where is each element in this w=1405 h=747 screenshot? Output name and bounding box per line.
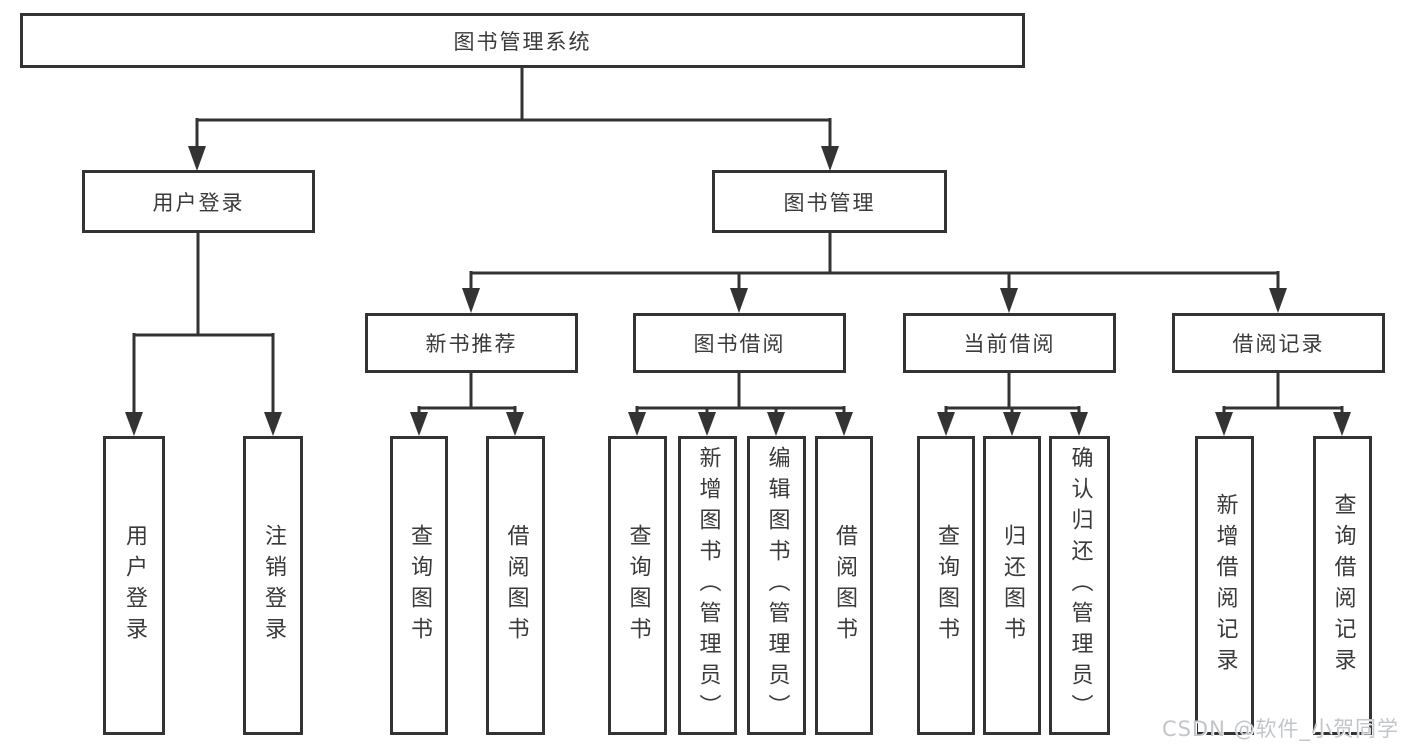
node-book-borrow-label: 图书借阅 xyxy=(693,332,786,356)
leaf-user-login-label: 用户登录 xyxy=(122,523,147,648)
node-library-system: 图书管理系统 xyxy=(20,13,1025,68)
leaf-records-add: 新增借阅记录 xyxy=(1195,436,1254,735)
leaf-newbooks-borrow-label: 借阅图书 xyxy=(503,523,529,648)
node-new-book-recommend-label: 新书推荐 xyxy=(425,332,518,356)
connector-currentborrow-to-leaves xyxy=(937,373,1088,436)
node-book-borrow: 图书借阅 xyxy=(633,313,846,373)
leaf-logout-label: 注销登录 xyxy=(261,523,286,648)
connector-root-to-level2 xyxy=(188,68,839,171)
leaf-borrow-add-admin: 新增图书（管理员） xyxy=(678,436,737,735)
leaf-borrow-add-admin-label: 新增图书（管理员） xyxy=(695,446,721,725)
leaf-borrow-edit-admin: 编辑图书（管理员） xyxy=(747,436,806,735)
leaf-borrow-query: 查询图书 xyxy=(608,436,667,735)
leaf-newbooks-query: 查询图书 xyxy=(390,436,448,735)
node-book-management-label: 图书管理 xyxy=(783,190,876,215)
leaf-borrow-borrow: 借阅图书 xyxy=(815,436,873,735)
node-user-login-label: 用户登录 xyxy=(152,190,245,215)
leaf-logout: 注销登录 xyxy=(243,436,303,735)
leaf-current-return: 归还图书 xyxy=(983,436,1041,735)
leaf-borrow-query-label: 查询图书 xyxy=(625,523,651,648)
connector-userlogin-to-leaves xyxy=(125,233,282,436)
node-book-management: 图书管理 xyxy=(712,170,947,233)
csdn-watermark: CSDN @软件_小贺同学 xyxy=(1161,717,1399,741)
leaf-current-confirm-admin: 确认归还（管理员） xyxy=(1049,436,1110,735)
node-library-system-label: 图书管理系统 xyxy=(453,29,592,54)
connector-newbooks-to-leaves xyxy=(410,373,524,436)
leaf-newbooks-borrow: 借阅图书 xyxy=(486,436,545,735)
leaf-borrow-edit-admin-label: 编辑图书（管理员） xyxy=(764,446,790,725)
leaf-user-login: 用户登录 xyxy=(103,436,165,735)
leaf-records-query-label: 查询借阅记录 xyxy=(1330,492,1356,679)
leaf-newbooks-query-label: 查询图书 xyxy=(407,523,432,648)
node-new-book-recommend: 新书推荐 xyxy=(365,313,578,373)
leaf-current-return-label: 归还图书 xyxy=(1000,523,1025,648)
node-current-borrow: 当前借阅 xyxy=(903,313,1116,373)
connector-bookmgmt-to-modules xyxy=(462,233,1287,313)
node-borrow-records-label: 借阅记录 xyxy=(1232,332,1325,356)
leaf-records-query: 查询借阅记录 xyxy=(1313,436,1372,735)
leaf-borrow-borrow-label: 借阅图书 xyxy=(832,523,857,648)
node-current-borrow-label: 当前借阅 xyxy=(963,332,1056,356)
node-user-login: 用户登录 xyxy=(82,170,315,233)
leaf-current-query-label: 查询图书 xyxy=(934,523,959,648)
node-borrow-records: 借阅记录 xyxy=(1172,313,1385,373)
connector-bookborrow-to-leaves xyxy=(628,373,853,436)
connector-borrowrecords-to-leaves xyxy=(1215,373,1351,436)
leaf-current-confirm-admin-label: 确认归还（管理员） xyxy=(1067,446,1093,725)
leaf-current-query: 查询图书 xyxy=(917,436,975,735)
leaf-records-add-label: 新增借阅记录 xyxy=(1212,492,1238,679)
